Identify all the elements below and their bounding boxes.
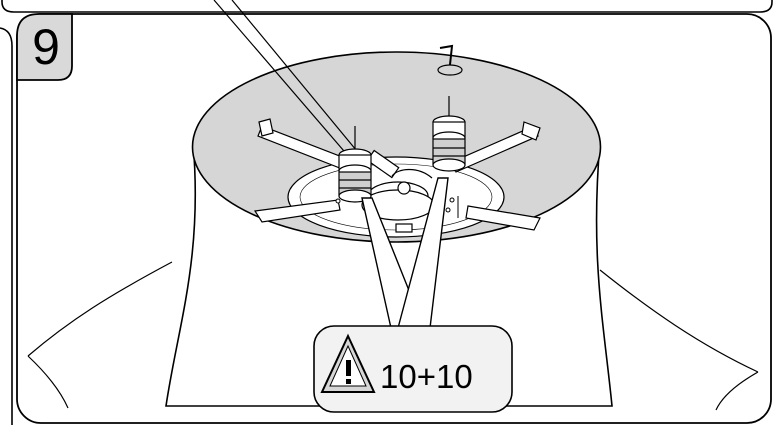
damper-stack-left (338, 126, 372, 203)
support-arms (253, 118, 541, 231)
allen-key-icon (437, 44, 463, 76)
fabric-sheet (27, 261, 759, 411)
step-number: 9 (32, 19, 60, 75)
damper-stack-right (432, 96, 466, 172)
step-badge (16, 13, 73, 81)
screws (335, 196, 459, 218)
callout-text: 10+10 (380, 358, 473, 395)
cable-rod (213, 0, 367, 166)
warning-triangle-icon (320, 333, 376, 393)
